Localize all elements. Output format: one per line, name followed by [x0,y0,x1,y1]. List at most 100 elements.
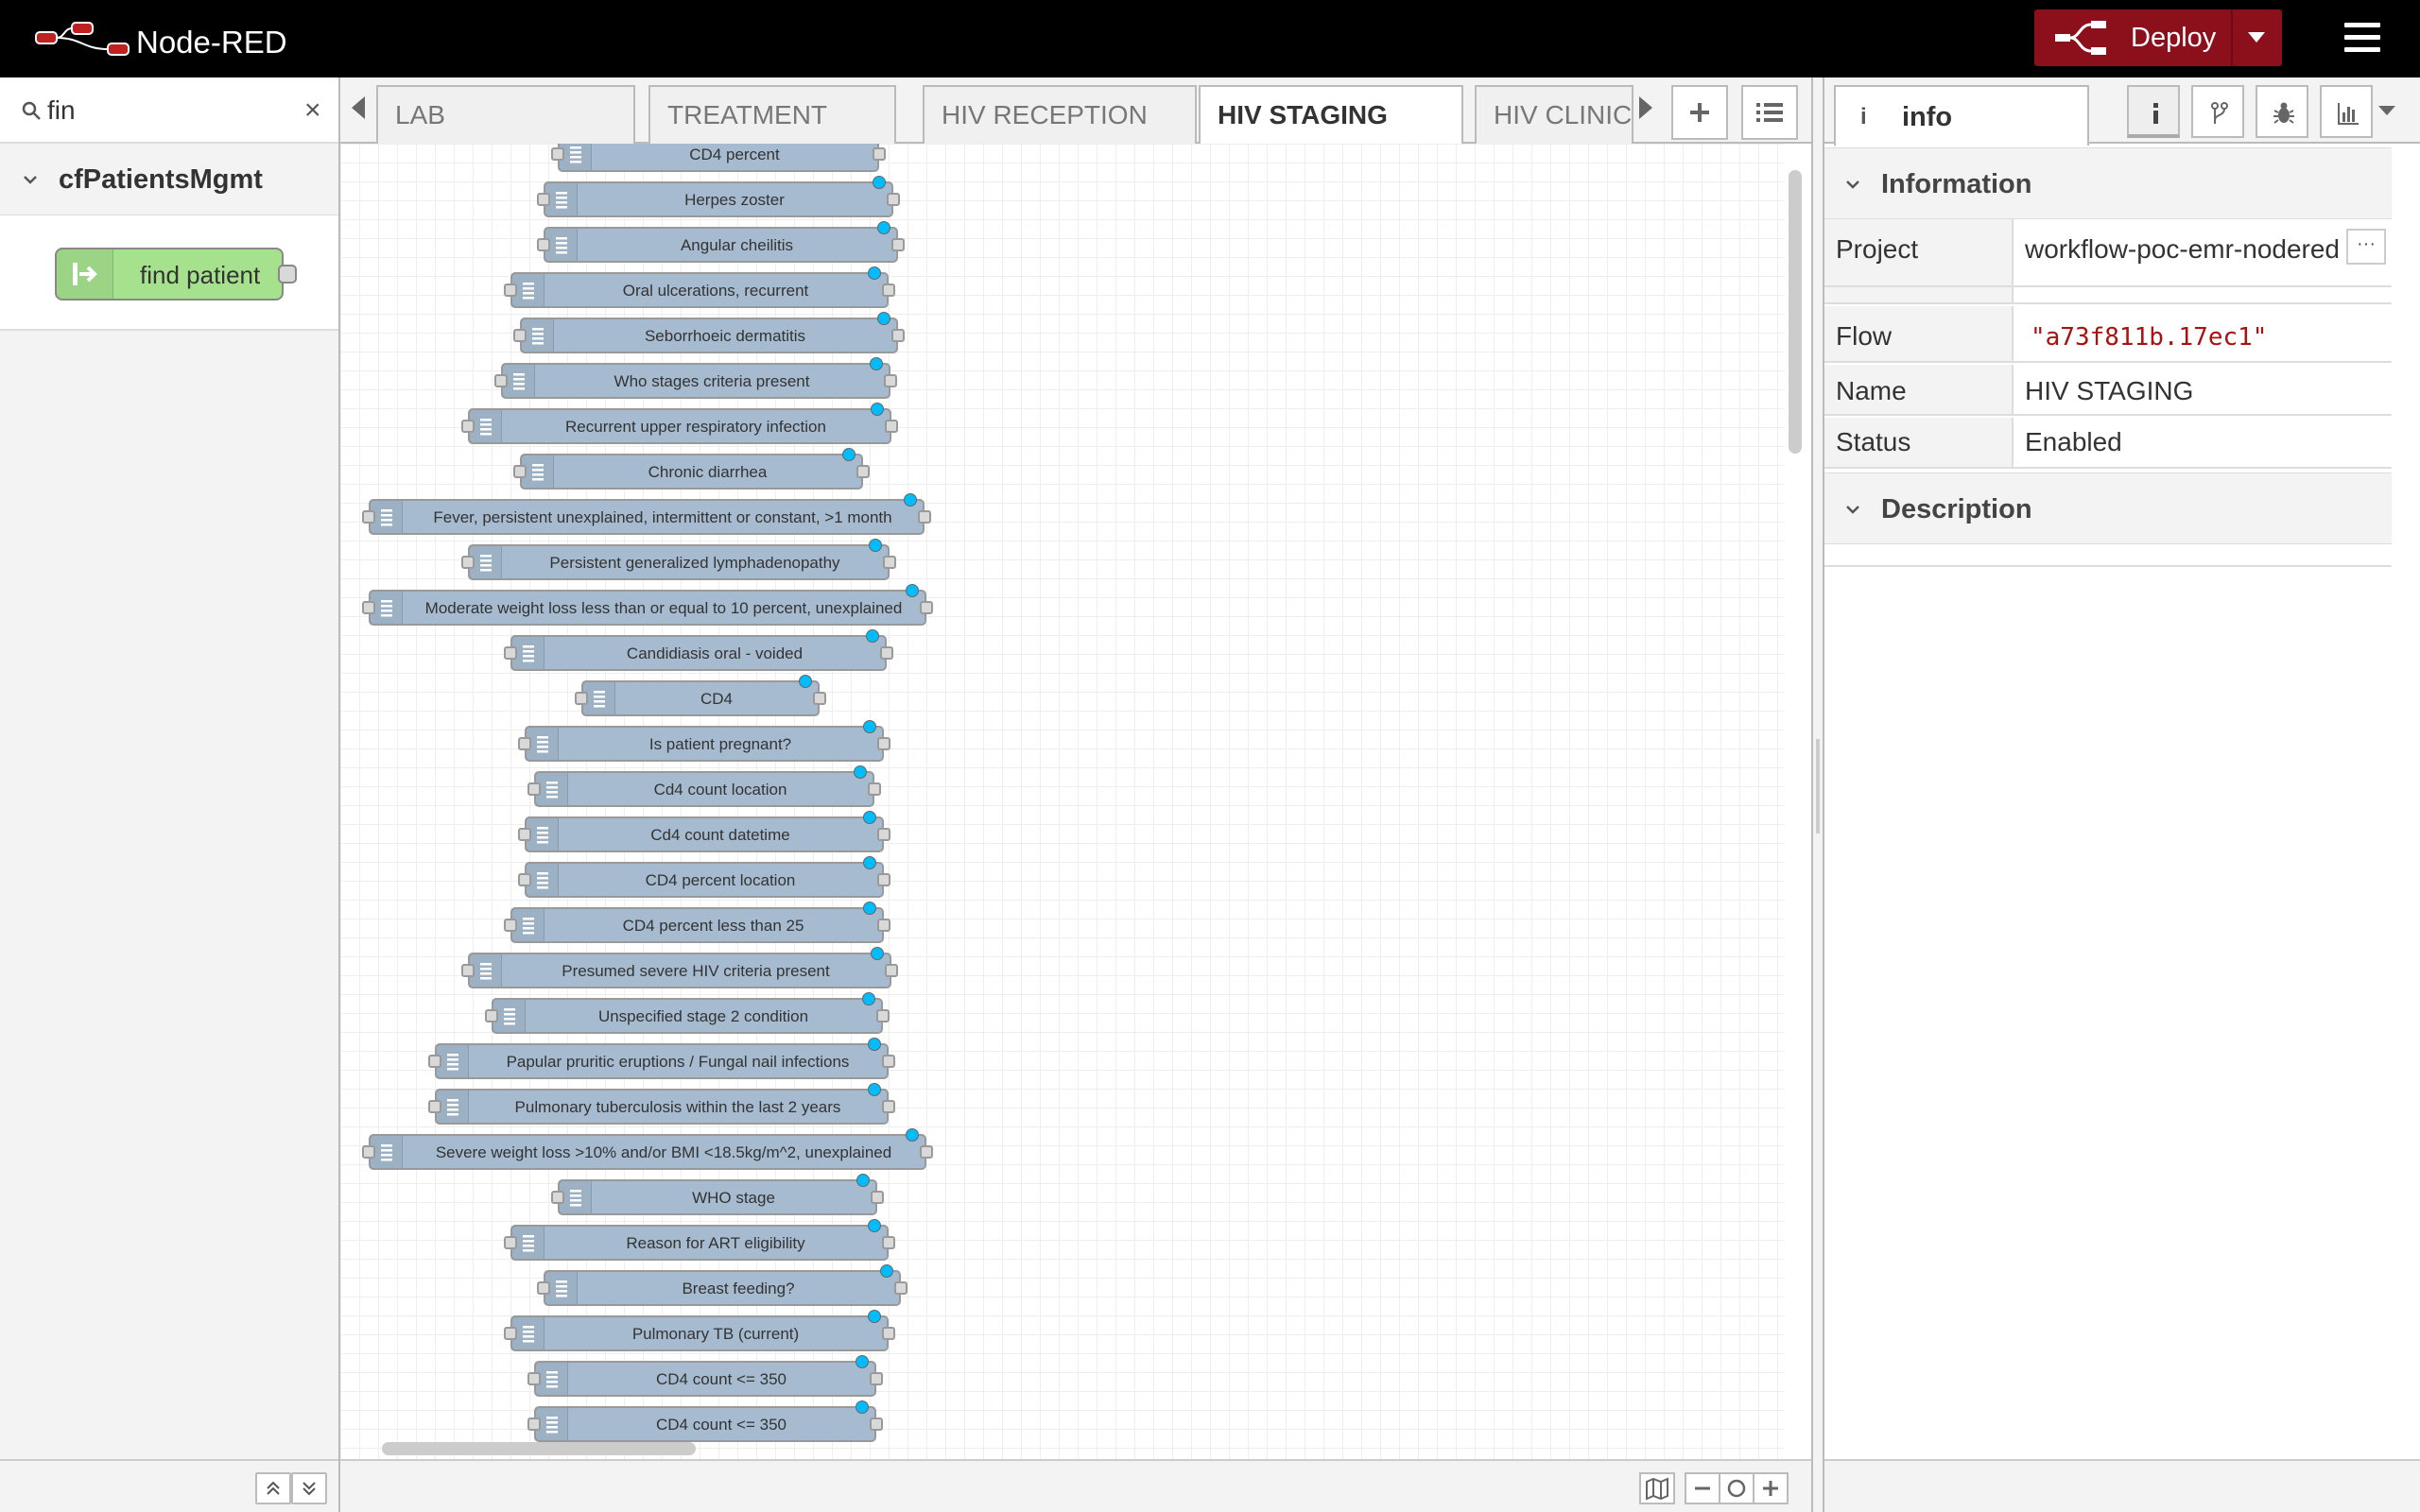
node-output-port[interactable] [870,1418,883,1431]
node-input-port[interactable] [551,1191,564,1204]
horizontal-scrollbar[interactable] [382,1442,696,1455]
add-flow-button[interactable] [1671,85,1728,140]
node-input-port[interactable] [575,692,588,705]
sidebar-tab-info[interactable]: i info [1834,85,2089,146]
node-output-port[interactable] [885,964,898,977]
flow-node[interactable]: CD4 [575,675,826,716]
node-output-port[interactable] [873,147,886,161]
flow-node[interactable]: Is patient pregnant? [518,720,890,762]
tab-treatment[interactable]: TREATMENT [648,85,896,144]
node-input-port[interactable] [537,238,550,251]
palette-search-input[interactable] [47,93,293,129]
node-input-port[interactable] [518,873,531,886]
flow-node[interactable]: Severe weight loss >10% and/or BMI <18.5… [362,1128,933,1170]
info-tab-button[interactable] [2127,85,2180,138]
expand-all-button[interactable] [291,1472,327,1504]
flow-node[interactable]: Herpes zoster [537,176,900,217]
scroll-tabs-left-icon[interactable] [352,96,365,119]
node-output-port[interactable] [891,329,905,342]
flow-node[interactable]: Breast feeding? [537,1264,908,1306]
list-flows-button[interactable] [1741,85,1798,140]
deploy-button[interactable]: Deploy [2034,9,2282,66]
node-input-port[interactable] [504,1327,517,1340]
node-output-port[interactable] [880,646,893,660]
zoom-reset-button[interactable] [1719,1472,1754,1504]
node-output-port[interactable] [920,1145,933,1159]
flow-node[interactable]: Cd4 count location [527,765,881,807]
node-input-port[interactable] [504,1236,517,1249]
navigator-button[interactable] [1639,1472,1675,1504]
flow-node[interactable]: CD4 count <= 350 [527,1400,883,1442]
node-input-port[interactable] [461,556,475,569]
node-output-port[interactable] [882,1327,895,1340]
node-input-port[interactable] [537,193,550,206]
palette-node-find-patient[interactable]: find patient [55,248,297,301]
flow-node[interactable]: Pulmonary tuberculosis within the last 2… [428,1083,895,1125]
node-input-port[interactable] [485,1009,498,1022]
node-input-port[interactable] [362,1145,375,1159]
flow-node[interactable]: Candidiasis oral - voided [504,629,893,671]
node-output-port[interactable] [918,510,931,524]
collapse-all-button[interactable] [255,1472,291,1504]
node-output-port[interactable] [877,919,890,932]
node-input-port[interactable] [527,782,541,796]
node-output-port[interactable] [894,1281,908,1295]
zoom-in-button[interactable] [1753,1472,1789,1504]
node-input-port[interactable] [362,510,375,524]
node-output-port[interactable] [877,828,890,841]
node-input-port[interactable] [527,1372,541,1385]
node-output-port[interactable] [891,238,905,251]
tab-hiv-reception[interactable]: HIV RECEPTION [923,85,1197,144]
node-input-port[interactable] [504,284,517,297]
flow-node[interactable]: CD4 percent less than 25 [504,902,890,943]
node-input-port[interactable] [504,646,517,660]
tab-lab[interactable]: LAB [376,85,635,144]
node-input-port[interactable] [537,1281,550,1295]
node-output-port[interactable] [877,737,890,750]
dashboard-tab-button[interactable] [2320,85,2373,138]
flow-node[interactable]: Unspecified stage 2 condition [485,992,890,1034]
tab-hiv-staging[interactable]: HIV STAGING [1199,85,1463,146]
close-icon[interactable]: × [304,94,321,126]
flow-node[interactable]: Recurrent upper respiratory infection [461,403,898,444]
flow-node[interactable]: Seborrhoeic dermatitis [513,312,905,353]
node-output-port[interactable] [877,873,890,886]
node-output-port[interactable] [887,193,900,206]
node-output-port[interactable] [868,782,881,796]
description-section-header[interactable]: Description [1824,472,2392,544]
flow-node[interactable]: Persistent generalized lymphadenopathy [461,539,896,580]
node-input-port[interactable] [428,1100,441,1113]
flow-node[interactable]: Moderate weight loss less than or equal … [362,584,933,626]
node-output-port[interactable] [813,692,826,705]
tab-hiv-clinic[interactable]: HIV CLINIC [1475,85,1634,144]
node-input-port[interactable] [362,601,375,614]
main-menu-button[interactable] [2344,23,2380,53]
flow-node[interactable]: Papular pruritic eruptions / Fungal nail… [428,1038,895,1079]
deploy-dropdown-icon[interactable] [2248,32,2265,43]
node-output-port[interactable] [883,556,896,569]
flow-node[interactable]: Oral ulcerations, recurrent [504,266,895,308]
node-input-port[interactable] [518,737,531,750]
node-output-port[interactable] [882,1100,895,1113]
project-history-tab-button[interactable] [2191,85,2244,138]
zoom-out-button[interactable] [1685,1472,1720,1504]
scroll-tabs-right-icon[interactable] [1639,96,1652,119]
node-output-port[interactable] [882,1236,895,1249]
node-input-port[interactable] [513,329,527,342]
splitter-handle[interactable] [1816,739,1820,833]
node-input-port[interactable] [494,374,508,387]
node-output-port[interactable] [856,465,870,478]
flow-node[interactable]: CD4 percent location [518,856,890,898]
node-output-port[interactable] [920,601,933,614]
node-output-port[interactable] [870,1372,883,1385]
node-input-port[interactable] [461,964,475,977]
flow-node[interactable]: CD4 percent [551,144,886,172]
project-more-button[interactable]: ··· [2346,229,2386,265]
sidebar-splitter[interactable] [1811,77,1824,1512]
palette-category-header[interactable]: cfPatientsMgmt [0,144,338,215]
node-output-port[interactable] [871,1191,884,1204]
flow-node[interactable]: Pulmonary TB (current) [504,1310,895,1351]
flow-node[interactable]: WHO stage [551,1174,884,1215]
debug-tab-button[interactable] [2256,85,2308,138]
